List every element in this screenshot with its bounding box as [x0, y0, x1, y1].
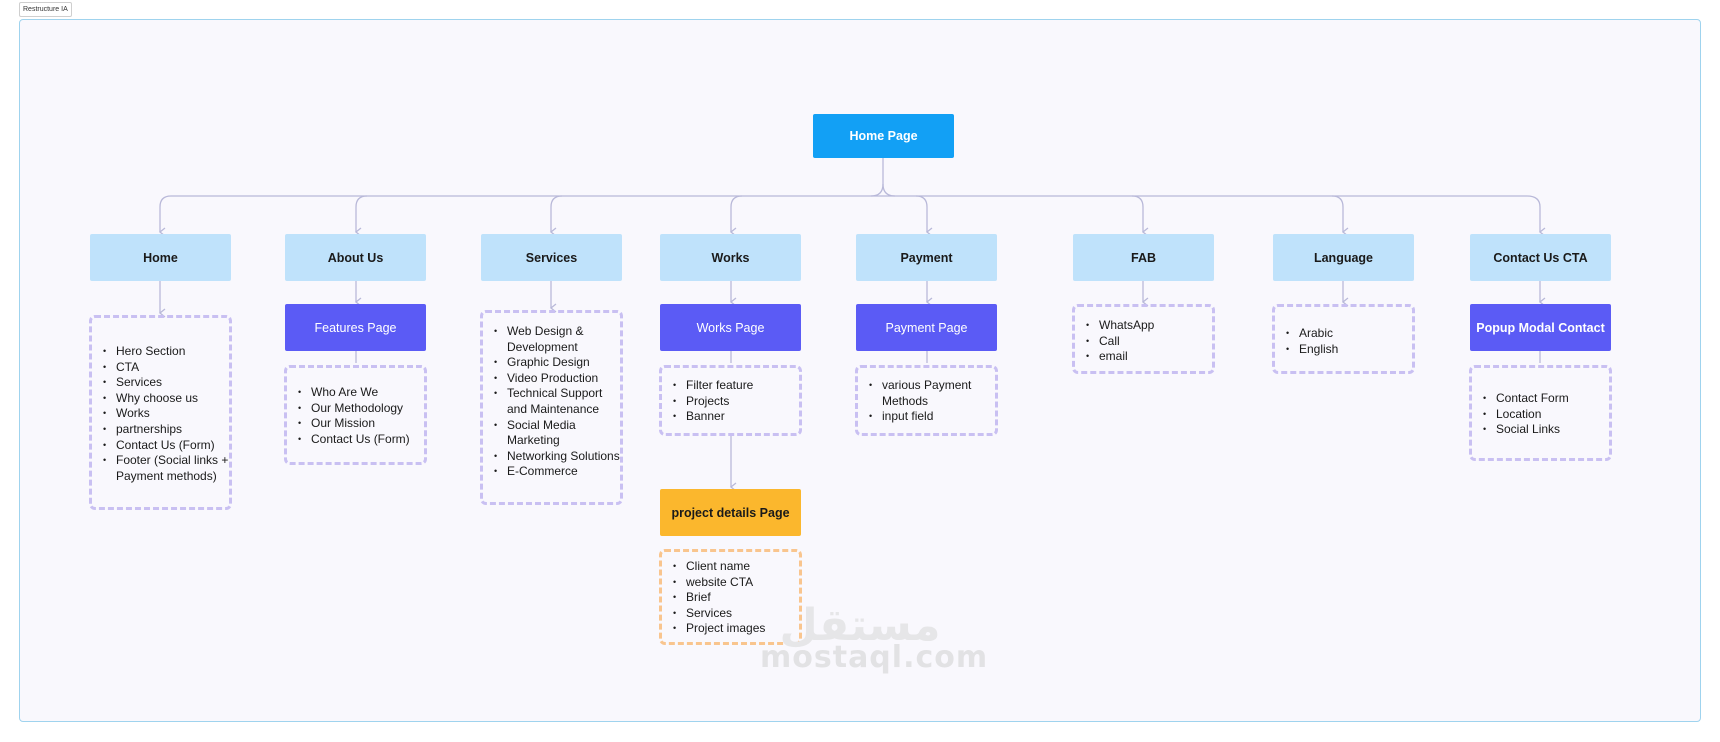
- list-item: WhatsApp: [1086, 318, 1212, 334]
- list-item: Social Media Marketing: [494, 418, 620, 449]
- connector-to-about: [354, 195, 368, 237]
- payment-items: various Payment Methodsinput field: [858, 378, 995, 425]
- list-item: Client name: [673, 559, 799, 575]
- list-item: Project images: [673, 621, 799, 637]
- list-item: Contact Us (Form): [298, 432, 424, 448]
- list-item: Video Production: [494, 371, 620, 387]
- services-items: Web Design & DevelopmentGraphic DesignVi…: [483, 324, 620, 480]
- section-home[interactable]: Home: [90, 234, 231, 281]
- section-contact-us-cta[interactable]: Contact Us CTA: [1470, 234, 1611, 281]
- contact-items: Contact FormLocationSocial Links: [1472, 391, 1609, 438]
- frame-label[interactable]: Restructure IA: [19, 2, 72, 17]
- payment-content-list: various Payment Methodsinput field: [855, 365, 998, 436]
- list-item: Web Design & Development: [494, 324, 620, 355]
- list-item: CTA: [103, 360, 229, 376]
- connector-to-fab: [1131, 195, 1149, 237]
- list-item: Graphic Design: [494, 355, 620, 371]
- list-item: Location: [1483, 407, 1609, 423]
- works-content-list: Filter featureProjectsBanner: [659, 365, 802, 436]
- list-item: Contact Form: [1483, 391, 1609, 407]
- features-items: Who Are WeOur MethodologyOur MissionCont…: [287, 385, 424, 447]
- fab-items: WhatsAppCallemail: [1075, 318, 1212, 365]
- features-page-node[interactable]: Features Page: [285, 304, 426, 351]
- list-item: website CTA: [673, 575, 799, 591]
- services-content-list: Web Design & DevelopmentGraphic DesignVi…: [480, 310, 623, 505]
- section-fab[interactable]: FAB: [1073, 234, 1214, 281]
- popup-modal-contact-node[interactable]: Popup Modal Contact: [1470, 304, 1611, 351]
- project-details-page-node[interactable]: project details Page: [660, 489, 801, 536]
- language-content-list: ArabicEnglish: [1272, 304, 1415, 374]
- list-item: Works: [103, 406, 229, 422]
- connector-root-trunk-right: [882, 183, 896, 197]
- list-item: English: [1286, 342, 1412, 358]
- watermark-arabic: مستقل: [779, 600, 941, 651]
- home-page-root-node[interactable]: Home Page: [813, 114, 954, 158]
- list-item: email: [1086, 349, 1212, 365]
- connector-to-payment: [915, 195, 933, 237]
- section-works[interactable]: Works: [660, 234, 801, 281]
- list-item: Contact Us (Form): [103, 438, 229, 454]
- watermark-logo: mostaql.com: [760, 640, 989, 675]
- list-item: various Payment Methods: [869, 378, 995, 409]
- list-item: Call: [1086, 334, 1212, 350]
- section-payment[interactable]: Payment: [856, 234, 997, 281]
- section-about-us[interactable]: About Us: [285, 234, 426, 281]
- home-content-list: Hero SectionCTAServicesWhy choose usWork…: [89, 315, 232, 510]
- language-items: ArabicEnglish: [1275, 326, 1412, 357]
- project-details-items: Client namewebsite CTABriefServicesProje…: [662, 559, 799, 637]
- list-item: Who Are We: [298, 385, 424, 401]
- list-item: Why choose us: [103, 391, 229, 407]
- list-item: Services: [103, 375, 229, 391]
- connector-to-works: [729, 195, 743, 237]
- connector-to-home: [158, 195, 172, 237]
- connector-root-trunk: [870, 158, 884, 197]
- list-item: Services: [673, 606, 799, 622]
- list-item: Our Methodology: [298, 401, 424, 417]
- list-item: Projects: [673, 394, 799, 410]
- list-item: Networking Solutions: [494, 449, 620, 465]
- connector-to-contact: [1526, 195, 1546, 237]
- section-services[interactable]: Services: [481, 234, 622, 281]
- home-items: Hero SectionCTAServicesWhy choose usWork…: [92, 344, 229, 484]
- fab-content-list: WhatsAppCallemail: [1072, 304, 1215, 374]
- contact-content-list: Contact FormLocationSocial Links: [1469, 365, 1612, 461]
- features-content-list: Who Are WeOur MethodologyOur MissionCont…: [284, 365, 427, 465]
- list-item: input field: [869, 409, 995, 425]
- list-item: Technical Support and Maintenance: [494, 386, 620, 417]
- connector-to-services: [549, 195, 563, 237]
- list-item: Hero Section: [103, 344, 229, 360]
- works-items: Filter featureProjectsBanner: [662, 378, 799, 425]
- payment-page-node[interactable]: Payment Page: [856, 304, 997, 351]
- project-details-content-list: Client namewebsite CTABriefServicesProje…: [659, 549, 802, 645]
- list-item: partnerships: [103, 422, 229, 438]
- list-item: Footer (Social links + Payment methods): [103, 453, 229, 484]
- works-page-node[interactable]: Works Page: [660, 304, 801, 351]
- list-item: Banner: [673, 409, 799, 425]
- connector-to-language: [1331, 195, 1349, 237]
- list-item: Arabic: [1286, 326, 1412, 342]
- list-item: Filter feature: [673, 378, 799, 394]
- list-item: E-Commerce: [494, 464, 620, 480]
- list-item: Brief: [673, 590, 799, 606]
- section-language[interactable]: Language: [1273, 234, 1414, 281]
- list-item: Social Links: [1483, 422, 1609, 438]
- list-item: Our Mission: [298, 416, 424, 432]
